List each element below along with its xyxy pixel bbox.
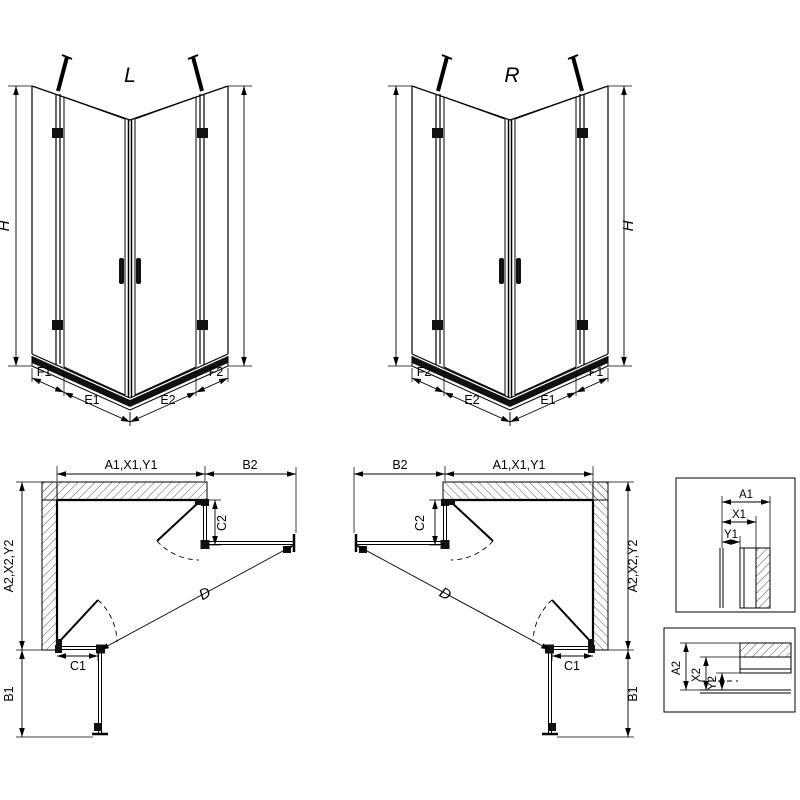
plan-geometry-right: [354, 466, 634, 737]
dim-label-e2-left: E2: [160, 393, 175, 407]
detail-top-frame: [675, 477, 796, 613]
dim-label-b1-right: B1: [626, 686, 640, 701]
dim-label-c2-left: C2: [215, 515, 229, 531]
dim-label-x1-detail: X1: [732, 509, 746, 521]
dim-label-f2-right: F2: [417, 365, 432, 379]
dim-label-a1-detail: A1: [739, 489, 753, 501]
dim-label-f1-left: F1: [37, 365, 52, 379]
dim-label-b2-left: B2: [242, 458, 257, 472]
dim-label-y1-detail: Y1: [724, 529, 738, 541]
dim-label-d-right: D: [436, 584, 454, 604]
detail-bottom-frame: [663, 627, 796, 713]
dim-label-c1-right: C1: [564, 659, 580, 673]
dim-label-b2-right: B2: [392, 458, 407, 472]
dim-label-h-right: H: [620, 220, 637, 231]
dim-label-e2-right: E2: [464, 393, 479, 407]
dim-label-a2x2y2-left: A2,X2,Y2: [2, 540, 16, 593]
dim-label-a2-detail: A2: [671, 661, 683, 675]
dim-label-y2-detail: Y2: [707, 676, 719, 690]
dim-label-a2x2y2-right: A2,X2,Y2: [626, 540, 640, 593]
dim-label-c1-left: C1: [70, 659, 86, 673]
plan-view-left: A1,X1,Y1 B2 C2 A2,X2,Y2 B1 C1 D: [2, 458, 296, 737]
variant-label-right: R: [504, 64, 519, 87]
dim-label-a1x1y1-left: A1,X1,Y1: [105, 458, 158, 472]
dim-label-e1-right: E1: [540, 393, 555, 407]
dim-label-d-left: D: [196, 584, 214, 604]
dim-label-f1-right: F1: [589, 365, 604, 379]
plan-geometry-left: [16, 466, 296, 737]
variant-label-left: L: [124, 64, 136, 87]
perspective-view-right: R H F2 E2 E1 F1: [388, 55, 637, 426]
dim-label-e1-left: E1: [84, 393, 99, 407]
dim-label-b1-left: B1: [2, 686, 16, 701]
dim-label-x2-detail: X2: [691, 668, 703, 682]
dim-label-h-left: H: [0, 220, 13, 231]
perspective-view-left: L H F1 E1 E2 F2: [0, 55, 252, 426]
dim-label-c2-right: C2: [413, 515, 427, 531]
dim-label-f2-left: F2: [209, 365, 224, 379]
detail-profile-top: A1 X1 Y1: [675, 477, 796, 613]
dim-label-a1x1y1-right: A1,X1,Y1: [493, 458, 546, 472]
plan-view-right: B2 A1,X1,Y1 C2 A2,X2,Y2 B1 C1 D: [354, 458, 640, 737]
detail-profile-bottom: A2 X2 Y2: [663, 627, 796, 713]
